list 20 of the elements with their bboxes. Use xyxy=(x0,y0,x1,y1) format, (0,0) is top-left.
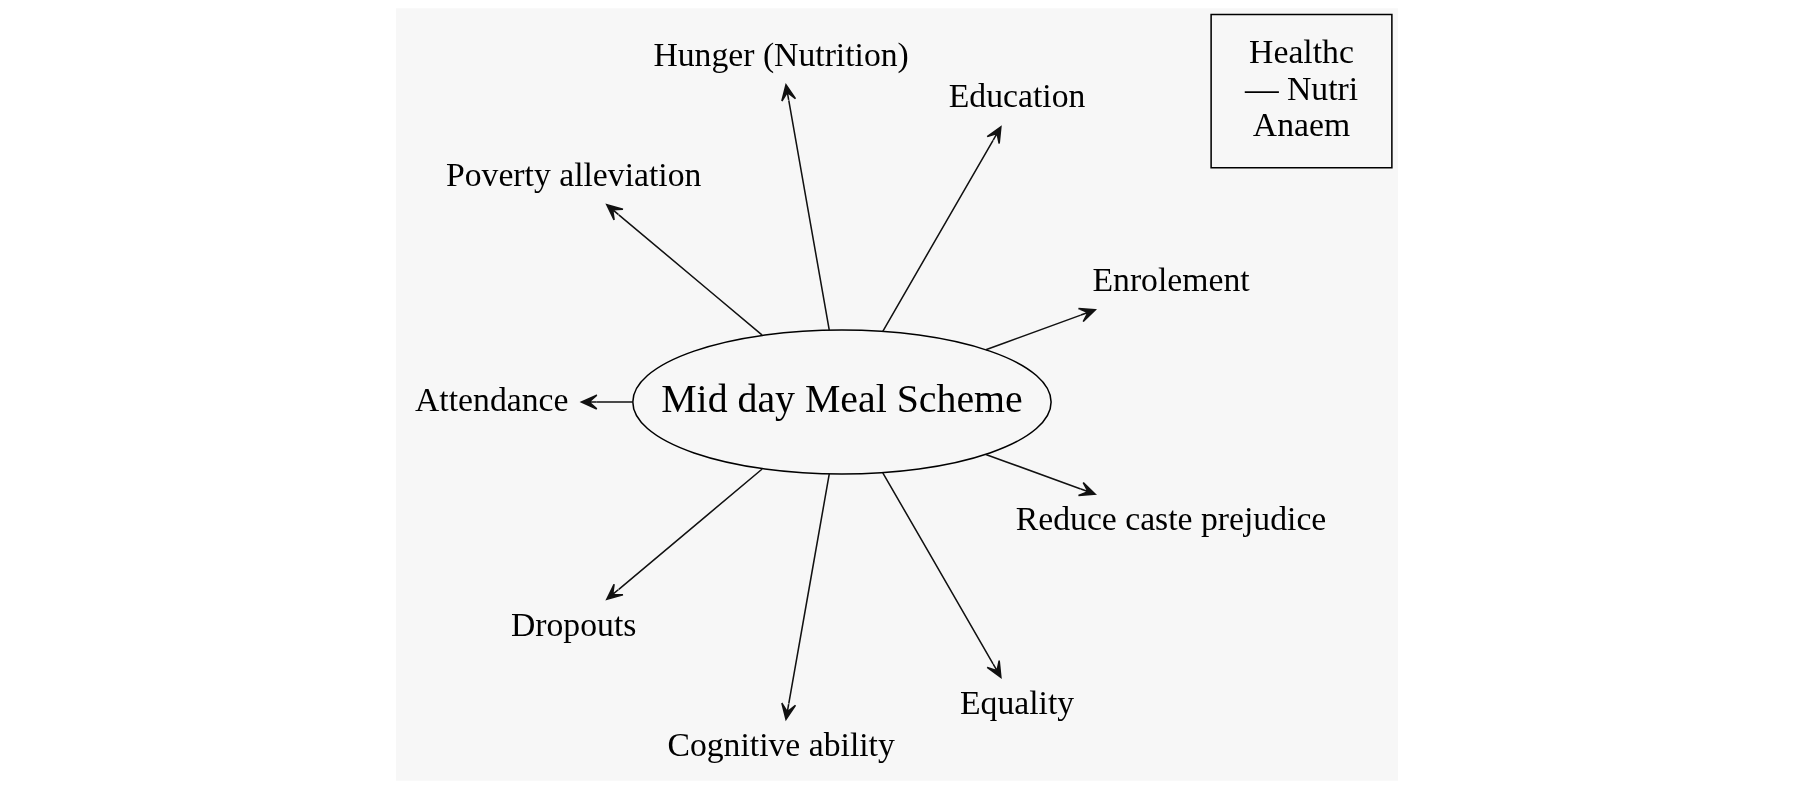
node-text: Education xyxy=(948,77,1085,115)
node-text: Reduce caste prejudice xyxy=(1015,500,1326,538)
arrow xyxy=(881,472,1002,679)
arrow xyxy=(605,468,763,601)
node-ellipse: Mid day Meal Scheme xyxy=(631,329,1052,475)
arrow xyxy=(984,307,1096,351)
node-text: Dropouts xyxy=(510,605,636,643)
node-text: Hunger (Nutrition) xyxy=(652,35,909,73)
arrow xyxy=(780,84,830,331)
node-text: Attendance xyxy=(414,380,568,418)
arrow xyxy=(881,126,1002,333)
arrow xyxy=(605,203,763,336)
arrow xyxy=(984,453,1096,497)
arrow xyxy=(780,473,830,721)
node-text: Poverty alleviation xyxy=(445,155,701,193)
node-text: Equality xyxy=(959,683,1074,721)
arrow xyxy=(580,394,633,410)
node-text: Cognitive ability xyxy=(666,725,895,763)
node-text: Enrolement xyxy=(1091,260,1250,298)
node-box: Healthc — Nutri Anaem xyxy=(1209,13,1393,169)
